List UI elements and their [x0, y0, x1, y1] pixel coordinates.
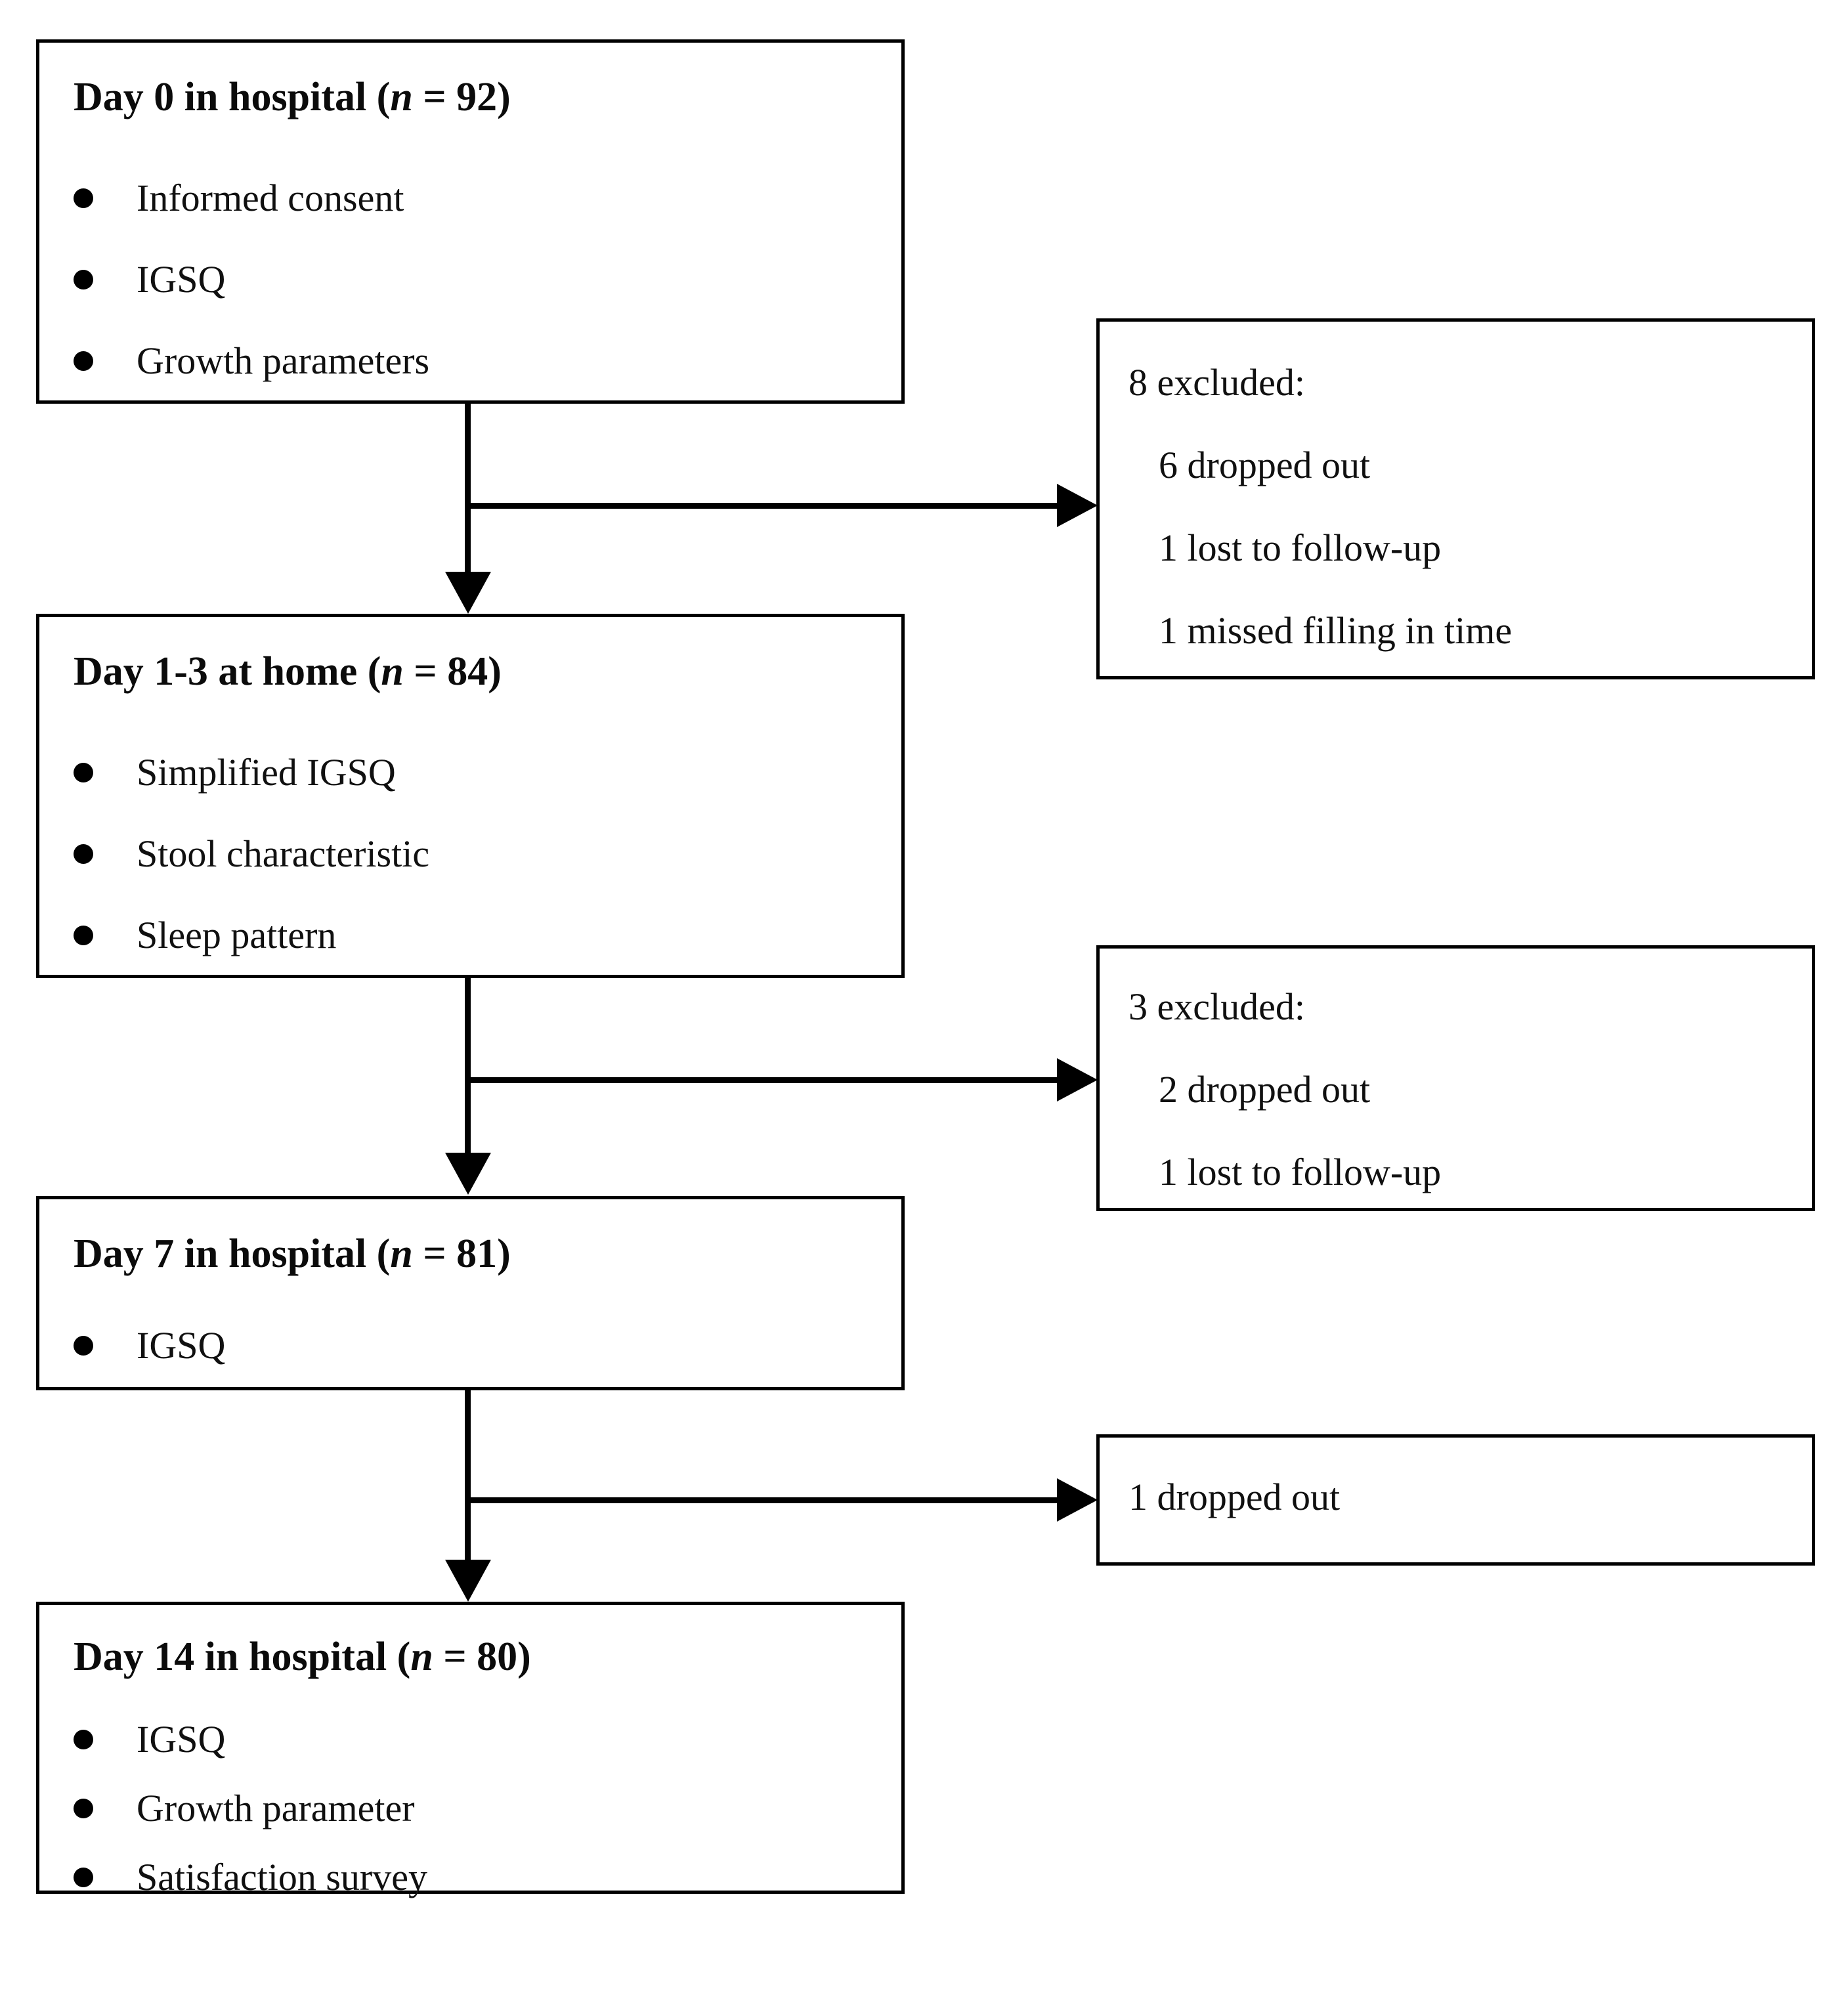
list-item: IGSQ [74, 1705, 427, 1774]
exclusion-reason: 2 dropped out [1159, 1068, 1371, 1111]
stage-title-suffix-day14: = 80) [433, 1635, 531, 1679]
arrow-head-right-exclusion-3 [1057, 1478, 1098, 1522]
arrow-head-right-exclusion-1 [1057, 484, 1098, 527]
stage-items-day14: IGSQ Growth parameter Satisfaction surve… [74, 1705, 427, 1912]
stage-item-label: IGSQ [137, 1323, 226, 1367]
bullet-dot-icon [74, 351, 93, 371]
exclusion-header: 8 excluded: [1128, 361, 1305, 404]
stage-item-label: Informed consent [137, 177, 404, 219]
bullet-dot-icon [74, 188, 93, 208]
connector-line-to-exclusion-1 [465, 503, 1060, 509]
bullet-dot-icon [74, 763, 93, 782]
list-item: Growth parameters [74, 320, 429, 402]
stage-item-label: Simplified IGSQ [137, 751, 396, 794]
stage-title-prefix-day0: Day 0 in hospital ( [74, 75, 391, 119]
arrow-head-down-day14 [445, 1560, 491, 1602]
stage-box-day14: Day 14 in hospital (n = 80) IGSQ Growth … [36, 1602, 905, 1896]
bullet-dot-icon [74, 1798, 93, 1818]
stage-title-nvar-day0: n [390, 75, 413, 119]
stage-title-nvar-day14: n [410, 1635, 433, 1679]
stage-title-suffix-day1-3: = 84) [403, 649, 502, 694]
stage-title-suffix-day7: = 81) [412, 1231, 511, 1276]
stage-item-label: IGSQ [137, 258, 226, 301]
bullet-dot-icon [74, 926, 93, 945]
stage-content-day0: Day 0 in hospital (n = 92) Informed cons… [74, 43, 882, 400]
stage-title-day1-3: Day 1-3 at home (n = 84) [74, 651, 502, 692]
stage-item-label: Stool characteristic [137, 832, 430, 875]
stage-content-day14: Day 14 in hospital (n = 80) IGSQ Growth … [74, 1605, 882, 1896]
stage-title-prefix-day7: Day 7 in hospital ( [74, 1231, 391, 1276]
stage-item-label: Growth parameters [137, 339, 430, 382]
bullet-dot-icon [74, 1335, 93, 1356]
stage-item-label: Growth parameter [137, 1786, 415, 1829]
stage-item-label: Sleep pattern [137, 914, 337, 956]
stage-items-day0: Informed consent IGSQ Growth parameters [74, 158, 429, 402]
exclusion-reason: 1 missed filling in time [1159, 609, 1513, 652]
exclusion-reason: 6 dropped out [1159, 444, 1371, 486]
list-item: Satisfaction survey [74, 1843, 427, 1912]
connector-line-to-exclusion-2 [465, 1077, 1060, 1083]
connector-line-day1-3-to-day7 [465, 978, 471, 1153]
exclusion-content-1: 8 excluded: 6 dropped out 1 lost to foll… [1128, 322, 1799, 676]
stage-item-label: Satisfaction survey [137, 1855, 427, 1898]
stage-box-day1-3: Day 1-3 at home (n = 84) Simplified IGSQ… [36, 614, 905, 978]
stage-content-day7: Day 7 in hospital (n = 81) IGSQ [74, 1199, 882, 1387]
list-item: Informed consent [74, 158, 429, 239]
stage-items-day7: IGSQ [74, 1314, 225, 1377]
arrow-head-down-day7 [445, 1153, 491, 1195]
exclusion-header: 3 excluded: [1128, 985, 1305, 1028]
exclusion-reason: 1 lost to follow-up [1159, 1151, 1442, 1193]
stage-box-day7: Day 7 in hospital (n = 81) IGSQ [36, 1196, 905, 1390]
stage-box-day0: Day 0 in hospital (n = 92) Informed cons… [36, 39, 905, 404]
exclusion-box-1: 8 excluded: 6 dropped out 1 lost to foll… [1096, 318, 1815, 679]
bullet-dot-icon [74, 1867, 93, 1887]
stage-title-prefix-day14: Day 14 in hospital ( [74, 1635, 411, 1679]
list-item: Simplified IGSQ [74, 732, 429, 813]
list-item: IGSQ [74, 1314, 225, 1377]
exclusion-reason: 1 lost to follow-up [1159, 526, 1442, 569]
connector-line-to-exclusion-3 [465, 1497, 1060, 1503]
arrow-head-down-day1-3 [445, 572, 491, 614]
exclusion-header: 1 dropped out [1128, 1476, 1341, 1518]
list-item: Growth parameter [74, 1774, 427, 1843]
list-item: Sleep pattern [74, 895, 429, 976]
exclusion-content-2: 3 excluded: 2 dropped out 1 lost to foll… [1128, 949, 1799, 1208]
stage-title-prefix-day1-3: Day 1-3 at home ( [74, 649, 381, 694]
list-item: Stool characteristic [74, 813, 429, 895]
bullet-dot-icon [74, 1729, 93, 1749]
stage-title-nvar-day1-3: n [381, 649, 404, 694]
exclusion-box-3: 1 dropped out [1096, 1434, 1815, 1566]
stage-content-day1-3: Day 1-3 at home (n = 84) Simplified IGSQ… [74, 617, 882, 975]
stage-title-day14: Day 14 in hospital (n = 80) [74, 1636, 531, 1677]
bullet-dot-icon [74, 844, 93, 864]
list-item: IGSQ [74, 239, 429, 320]
arrow-head-right-exclusion-2 [1057, 1058, 1098, 1101]
exclusion-box-2: 3 excluded: 2 dropped out 1 lost to foll… [1096, 945, 1815, 1211]
stage-items-day1-3: Simplified IGSQ Stool characteristic Sle… [74, 732, 429, 976]
stage-item-label: IGSQ [137, 1717, 226, 1761]
connector-line-day0-to-day1-3 [465, 404, 471, 577]
exclusion-content-3: 1 dropped out [1128, 1438, 1799, 1562]
stage-title-nvar-day7: n [390, 1231, 413, 1276]
connector-line-day7-to-day14 [465, 1390, 471, 1560]
bullet-dot-icon [74, 270, 93, 289]
stage-title-suffix-day0: = 92) [412, 75, 511, 119]
stage-title-day0: Day 0 in hospital (n = 92) [74, 77, 511, 118]
stage-title-day7: Day 7 in hospital (n = 81) [74, 1233, 511, 1274]
